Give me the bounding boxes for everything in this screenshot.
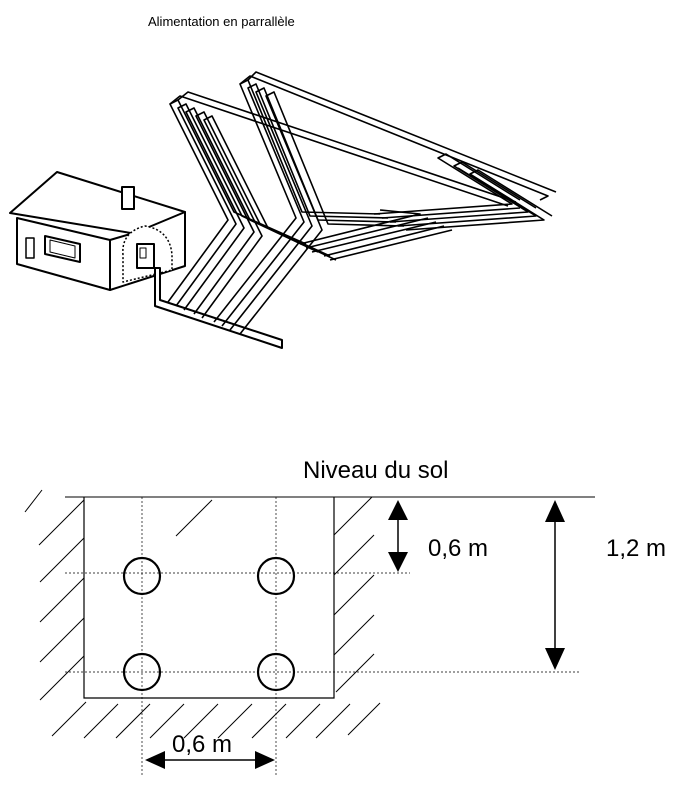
header-trench bbox=[154, 267, 283, 349]
ground-loops bbox=[167, 71, 557, 335]
backfill-hatch bbox=[175, 499, 213, 537]
guide-lines bbox=[65, 497, 580, 775]
depth-total-label: 1,2 m bbox=[606, 535, 666, 562]
trench-cross-section: Niveau du sol bbox=[24, 457, 666, 775]
soil-hatch-bottom bbox=[51, 701, 351, 739]
depth-upper-label: 0,6 m bbox=[428, 535, 488, 562]
parallel-supply-illustration bbox=[9, 71, 557, 349]
pipe-lower-right bbox=[256, 652, 296, 692]
pipe-lower-left bbox=[122, 652, 162, 692]
depth-upper-dimension: 0,6 m bbox=[388, 500, 488, 572]
pipe-circles bbox=[122, 556, 296, 692]
trench-outline bbox=[83, 497, 335, 699]
ground-level-label: Niveau du sol bbox=[303, 457, 448, 484]
soil-hatch-left bbox=[24, 489, 85, 701]
spacing-label: 0,6 m bbox=[172, 731, 232, 758]
spacing-dimension: 0,6 m bbox=[145, 731, 275, 769]
soil-hatch-right bbox=[333, 496, 381, 736]
page-title: Alimentation en parrallèle bbox=[148, 14, 295, 29]
pipe-upper-left bbox=[122, 556, 162, 596]
depth-total-dimension: 1,2 m bbox=[545, 500, 666, 670]
pipe-upper-right bbox=[256, 556, 296, 596]
